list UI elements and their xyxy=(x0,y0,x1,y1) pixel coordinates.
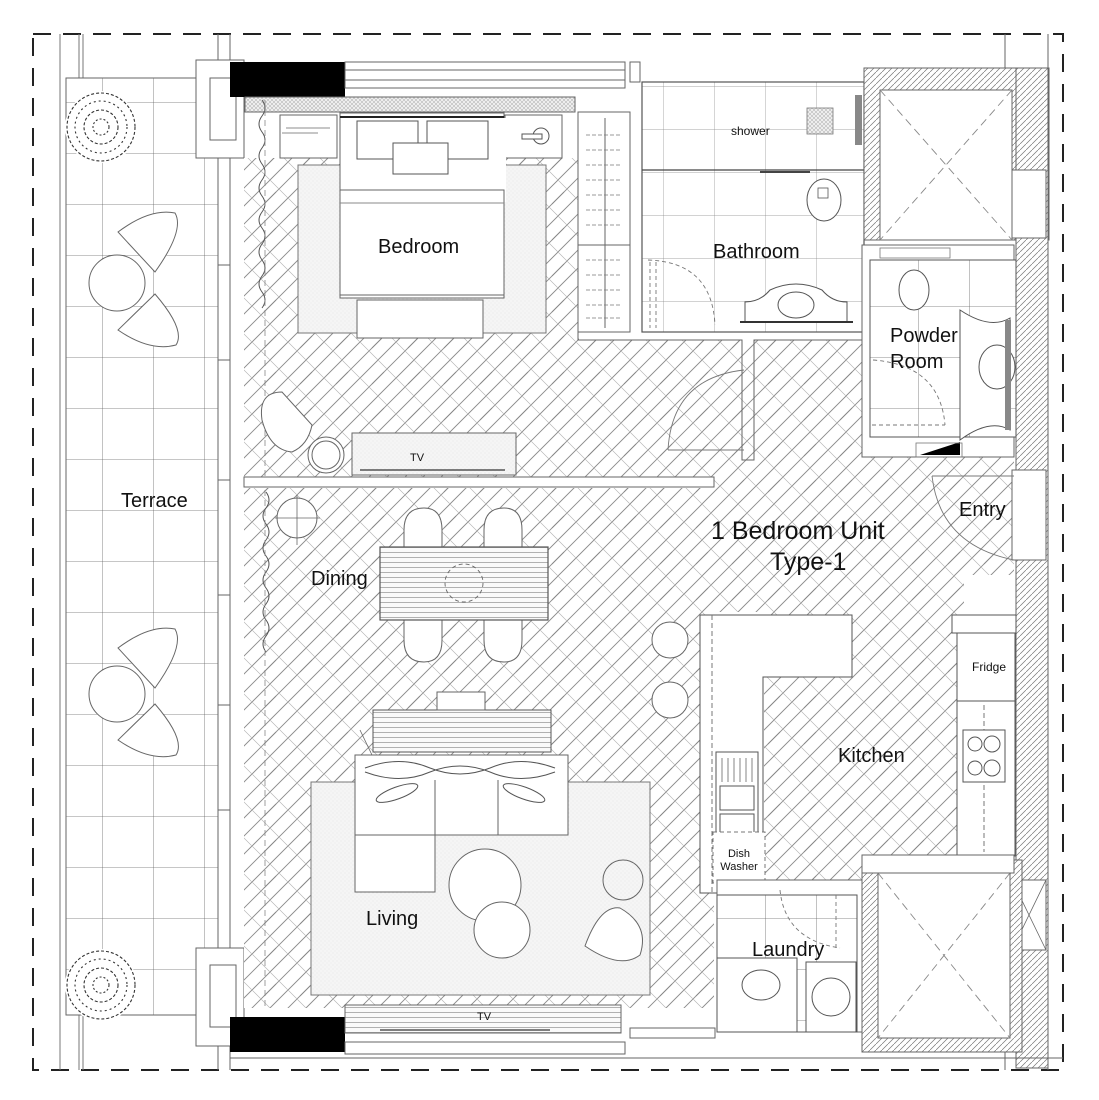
structural-column-bottom xyxy=(230,1017,345,1052)
bedroom-door xyxy=(667,369,745,451)
living-tv-label: TV xyxy=(477,1011,492,1023)
wardrobe xyxy=(577,111,631,333)
laundry xyxy=(716,879,883,1033)
room-label-terrace: Terrace xyxy=(121,490,188,512)
living-furniture xyxy=(310,691,651,996)
south-boundary-strip xyxy=(230,34,1063,1070)
dining-set xyxy=(275,495,549,663)
plant-icon xyxy=(65,949,137,1021)
terrace-chair-set-top xyxy=(88,211,179,348)
kitchen-counter xyxy=(951,614,1017,857)
bathroom-wall xyxy=(577,61,864,461)
plant-icon xyxy=(65,91,137,163)
curtain-dining xyxy=(262,491,270,653)
kitchen-island xyxy=(699,614,853,894)
bedroom-tv-label: TV xyxy=(410,452,425,464)
room-label-living: Living xyxy=(366,908,419,930)
unit-boundary xyxy=(32,33,1064,1071)
dishwasher-label: Dish Washer xyxy=(716,848,762,873)
shower-label: shower xyxy=(731,124,770,138)
service-shaft-south xyxy=(861,854,1023,1053)
room-label-laundry: Laundry xyxy=(752,939,825,961)
room-label-powder-room-line1: Powder xyxy=(890,325,958,347)
room-label-powder-room-line2: Room xyxy=(890,351,944,373)
bedroom-furniture xyxy=(279,112,563,339)
room-label-kitchen: Kitchen xyxy=(838,745,905,767)
structural-column-top xyxy=(230,62,345,97)
bedroom-south-wall xyxy=(243,476,715,488)
room-label-entry: Entry xyxy=(959,499,1006,521)
entry-door xyxy=(931,475,1015,561)
bathroom xyxy=(641,81,865,333)
room-label-bedroom: Bedroom xyxy=(378,236,460,258)
bar-stools xyxy=(651,621,689,719)
south-wall xyxy=(344,1027,716,1055)
powder-room xyxy=(861,244,1017,458)
room-label-dining: Dining xyxy=(311,568,368,590)
dishwasher-label-line2: Washer xyxy=(720,860,758,873)
north-wall xyxy=(244,61,626,113)
room-label-bathroom: Bathroom xyxy=(713,241,800,263)
terrace-area xyxy=(59,34,219,1070)
plan-title-line2: Type-1 xyxy=(770,548,847,576)
fridge-label: Fridge xyxy=(972,660,1007,674)
terrace-chair-set-bottom xyxy=(88,627,179,758)
plan-title-line1: 1 Bedroom Unit xyxy=(711,517,885,545)
facade-glazing xyxy=(217,34,231,1070)
dishwasher-label-line1: Dish xyxy=(727,848,750,860)
bedroom-armchair xyxy=(260,391,345,474)
bedroom-tv-console xyxy=(351,432,517,476)
living-tv-console xyxy=(344,1004,622,1034)
